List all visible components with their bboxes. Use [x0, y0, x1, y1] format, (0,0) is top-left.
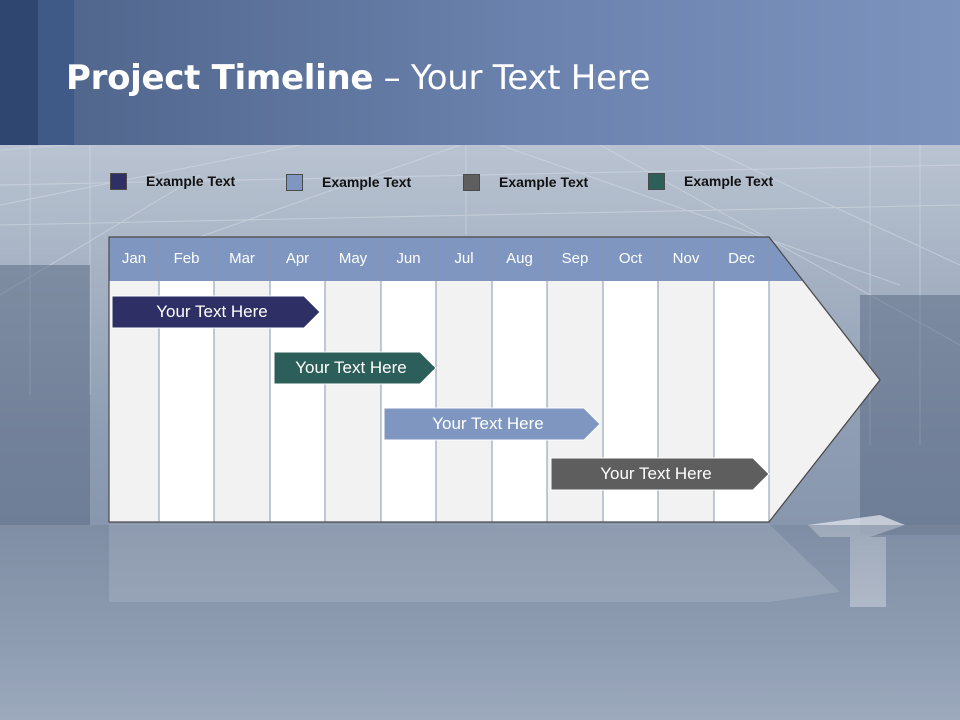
month-label-may: May — [325, 237, 381, 281]
timeline-bar-label: Your Text Here — [274, 352, 428, 384]
month-label-jul: Jul — [436, 237, 492, 281]
month-label-nov: Nov — [658, 237, 714, 281]
timeline-bar-label: Your Text Here — [551, 458, 761, 490]
month-label-feb: Feb — [159, 237, 214, 281]
month-label-jan: Jan — [109, 237, 159, 281]
month-label-dec: Dec — [714, 237, 769, 281]
month-column — [381, 281, 436, 522]
month-label-oct: Oct — [603, 237, 658, 281]
month-column — [436, 281, 492, 522]
month-column — [325, 281, 381, 522]
month-label-apr: Apr — [270, 237, 325, 281]
timeline-reflection — [109, 524, 840, 602]
month-label-sep: Sep — [547, 237, 603, 281]
timeline-bar-label: Your Text Here — [384, 408, 592, 440]
month-label-aug: Aug — [492, 237, 547, 281]
month-label-mar: Mar — [214, 237, 270, 281]
month-label-jun: Jun — [381, 237, 436, 281]
timeline-bar-label: Your Text Here — [112, 296, 312, 328]
month-column — [492, 281, 547, 522]
